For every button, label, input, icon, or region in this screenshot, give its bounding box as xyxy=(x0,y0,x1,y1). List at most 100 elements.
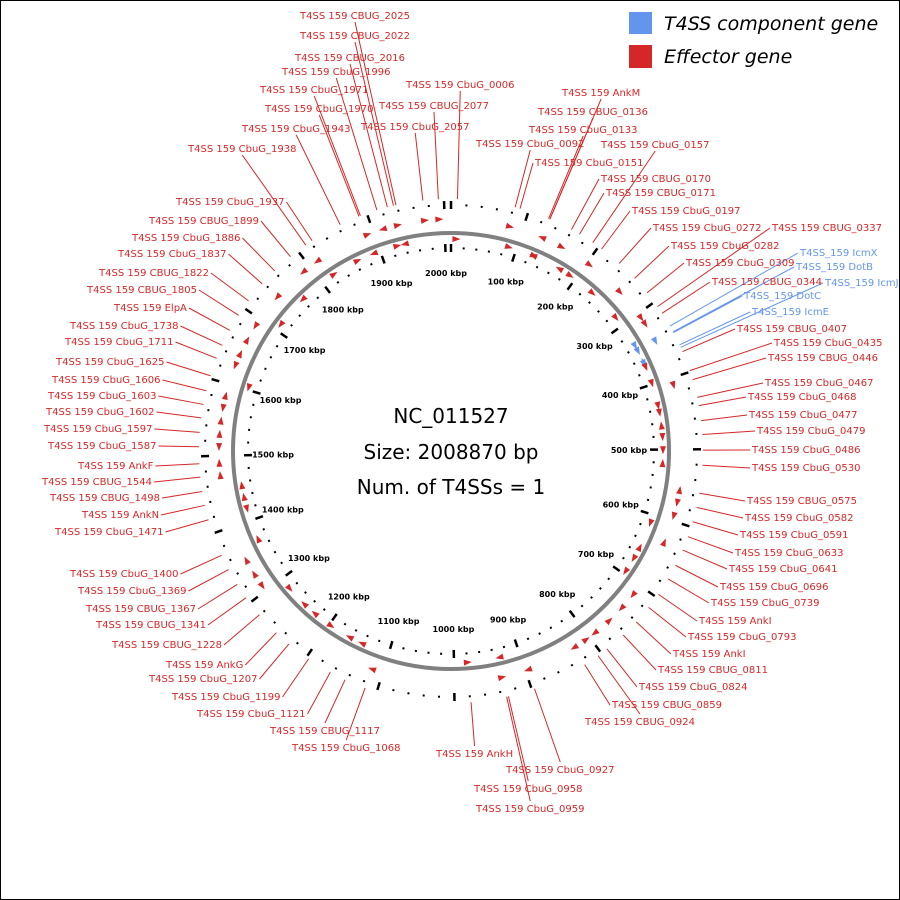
gene-label[interactable]: T4SS 159 AnkG xyxy=(165,660,243,671)
gene-label[interactable]: T4SS 159 CbuG_0591 xyxy=(739,530,848,541)
leader-line xyxy=(155,463,200,467)
gene-label[interactable]: T4SS 159 CbuG_0530 xyxy=(751,463,860,474)
gene-label[interactable]: T4SS 159 CbuG_1602 xyxy=(45,407,154,418)
gene-label[interactable]: T4SS 159 CbuG_1938 xyxy=(187,144,296,155)
gene-label[interactable]: T4SS 159 CbuG_0582 xyxy=(744,513,853,524)
gene-label[interactable]: T4SS 159 CbuG_0641 xyxy=(728,564,837,575)
gene-label[interactable]: T4SS 159 CbuG_0197 xyxy=(631,206,740,217)
gene-label[interactable]: T4SS 159 CBUG_0344 xyxy=(711,277,822,288)
gene-label[interactable]: T4SS 159 CBUG_0924 xyxy=(584,717,695,728)
gene-label[interactable]: T4SS 159 CbuG_0633 xyxy=(734,548,843,559)
gene-label[interactable]: T4SS 159 CbuG_0282 xyxy=(670,241,779,252)
gene-label[interactable]: T4SS 159 AnkF xyxy=(77,461,154,472)
gene-label[interactable]: T4SS 159 CbuG_0486 xyxy=(751,445,860,456)
gene-label[interactable]: T4SS 159 CbuG_1625 xyxy=(55,357,164,368)
gene-label[interactable]: T4SS 159 CbuG_0479 xyxy=(756,426,865,437)
gene-label[interactable]: T4SS 159 CbuG_0151 xyxy=(534,158,643,169)
gene-label[interactable]: T4SS 159 CBUG_0136 xyxy=(537,107,648,118)
gene-label[interactable]: T4SS 159 CBUG_1498 xyxy=(49,493,160,504)
gene-label[interactable]: T4SS_159 IcmX xyxy=(799,248,878,259)
gene-label[interactable]: T4SS 159 CbuG_1937 xyxy=(175,197,284,208)
gene-label[interactable]: T4SS 159 CbuG_0435 xyxy=(773,338,882,349)
legend-swatch-component xyxy=(629,12,652,34)
gene-label[interactable]: T4SS 159 CbuG_2057 xyxy=(360,122,469,133)
gene-label[interactable]: T4SS 159 CBUG_2025 xyxy=(299,11,410,22)
gene-label[interactable]: T4SS 159 AnkN xyxy=(81,510,159,521)
gene-label[interactable]: T4SS 159 CbuG_0958 xyxy=(473,784,582,795)
gene-label[interactable]: T4SS 159 CBUG_2022 xyxy=(299,31,410,42)
gene-label[interactable]: T4SS 159 CbuG_1199 xyxy=(171,692,280,703)
gene-label[interactable]: T4SS 159 CbuG_0477 xyxy=(748,410,857,421)
gene-label[interactable]: T4SS 159 CbuG_0309 xyxy=(685,258,794,269)
gene-label[interactable]: T4SS 159 CBUG_1544 xyxy=(41,477,152,488)
gene-label[interactable]: T4SS 159 AnkI xyxy=(698,616,772,627)
gene-label[interactable]: T4SS 159 CbuG_0696 xyxy=(719,582,828,593)
minor-tick xyxy=(256,297,260,301)
gene-label[interactable]: T4SS 159 CBUG_2077 xyxy=(378,101,489,112)
gene-label[interactable]: T4SS 159 CBUG_2016 xyxy=(294,53,405,64)
gene-label[interactable]: T4SS 159 CbuG_1971 xyxy=(259,85,368,96)
gene-label[interactable]: T4SS_159 IcmE xyxy=(751,307,829,318)
gene-label[interactable]: T4SS 159 CBUG_0170 xyxy=(600,174,711,185)
gene-label[interactable]: T4SS 159 CbuG_0468 xyxy=(747,392,856,403)
gene-label[interactable]: T4SS 159 CbuG_0739 xyxy=(710,598,819,609)
tick-rings xyxy=(201,201,702,701)
gene-label[interactable]: T4SS 159 AnkI xyxy=(672,649,746,660)
gene-label[interactable]: T4SS 159 CbuG_0133 xyxy=(528,125,637,136)
gene-label[interactable]: T4SS 159 CbuG_1603 xyxy=(47,391,156,402)
gene-label[interactable]: T4SS 159 CbuG_1207 xyxy=(148,674,257,685)
major-tick xyxy=(513,639,519,648)
effector-gene-marker xyxy=(555,266,565,274)
gene-label[interactable]: T4SS 159 CbuG_1970 xyxy=(264,104,373,115)
gene-label[interactable]: T4SS_159 DotC xyxy=(743,291,821,302)
gene-label[interactable]: T4SS 159 CBUG_1367 xyxy=(85,604,196,615)
gene-label[interactable]: T4SS 159 CBUG_0407 xyxy=(736,324,847,335)
gene-label[interactable]: T4SS 159 CBUG_0575 xyxy=(746,496,857,507)
gene-label[interactable]: T4SS 159 CbuG_1121 xyxy=(196,709,305,720)
minor-tick xyxy=(304,591,307,594)
gene-label[interactable]: T4SS 159 CBUG_1822 xyxy=(98,268,209,279)
gene-label[interactable]: T4SS 159 CBUG_1899 xyxy=(148,216,259,227)
gene-label[interactable]: T4SS 159 AnkH xyxy=(435,749,513,760)
gene-label[interactable]: T4SS 159 CBUG_0859 xyxy=(611,700,722,711)
gene-label[interactable]: T4SS 159 CbuG_1471 xyxy=(54,527,163,538)
gene-label[interactable]: T4SS 159 CbuG_1597 xyxy=(43,424,152,435)
leader-line xyxy=(571,178,600,230)
gene-label[interactable]: T4SS_159 DotB xyxy=(795,262,873,273)
gene-label[interactable]: T4SS 159 CbuG_1886 xyxy=(131,233,240,244)
gene-label[interactable]: T4SS 159 CbuG_0272 xyxy=(652,223,761,234)
gene-label[interactable]: T4SS 159 CbuG_0793 xyxy=(687,632,796,643)
gene-label[interactable]: T4SS 159 AnkM xyxy=(561,88,640,99)
gene-label[interactable]: T4SS 159 CbuG_1606 xyxy=(51,375,160,386)
major-tick xyxy=(511,253,516,263)
gene-label[interactable]: T4SS 159 CbuG_0824 xyxy=(638,682,747,693)
gene-label[interactable]: T4SS 159 CbuG_1068 xyxy=(291,743,400,754)
gene-label[interactable]: T4SS 159 CBUG_1341 xyxy=(95,620,206,631)
gene-label[interactable]: T4SS 159 CbuG_0467 xyxy=(764,378,873,389)
gene-label[interactable]: T4SS 159 CbuG_1711 xyxy=(64,337,173,348)
minor-tick xyxy=(638,373,641,377)
gene-label[interactable]: T4SS 159 CBUG_0811 xyxy=(657,665,768,676)
gene-label[interactable]: T4SS 159 CbuG_1738 xyxy=(69,321,178,332)
gene-label[interactable]: T4SS 159 CbuG_1587 xyxy=(47,441,156,452)
kbp-label: 1000 kbp xyxy=(433,625,475,634)
gene-label[interactable]: T4SS 159 ElpA xyxy=(113,303,187,314)
gene-label[interactable]: T4SS 159 CbuG_0959 xyxy=(475,804,584,815)
gene-label[interactable]: T4SS_159 IcmJ xyxy=(824,278,899,289)
major-tick xyxy=(324,285,332,294)
gene-label[interactable]: T4SS 159 CbuG_1996 xyxy=(281,67,390,78)
gene-label[interactable]: T4SS 159 CBUG_1228 xyxy=(111,640,222,651)
gene-label[interactable]: T4SS 159 CbuG_0092 xyxy=(475,139,584,150)
gene-label[interactable]: T4SS 159 CbuG_0927 xyxy=(505,765,614,776)
gene-label[interactable]: T4SS 159 CbuG_0157 xyxy=(600,140,709,151)
gene-label[interactable]: T4SS 159 CbuG_1837 xyxy=(117,249,226,260)
gene-label[interactable]: T4SS 159 CbuG_1943 xyxy=(241,124,350,135)
gene-label[interactable]: T4SS 159 CBUG_0446 xyxy=(767,353,878,364)
gene-label[interactable]: T4SS 159 CBUG_1805 xyxy=(86,285,197,296)
gene-label[interactable]: T4SS 159 CbuG_0006 xyxy=(405,80,514,91)
gene-label[interactable]: T4SS 159 CbuG_1369 xyxy=(77,586,186,597)
gene-label[interactable]: T4SS 159 CBUG_0337 xyxy=(771,223,882,234)
gene-label[interactable]: T4SS 159 CBUG_1117 xyxy=(269,726,380,737)
gene-label[interactable]: T4SS 159 CBUG_0171 xyxy=(605,188,716,199)
gene-label[interactable]: T4SS 159 CbuG_1400 xyxy=(69,569,178,580)
